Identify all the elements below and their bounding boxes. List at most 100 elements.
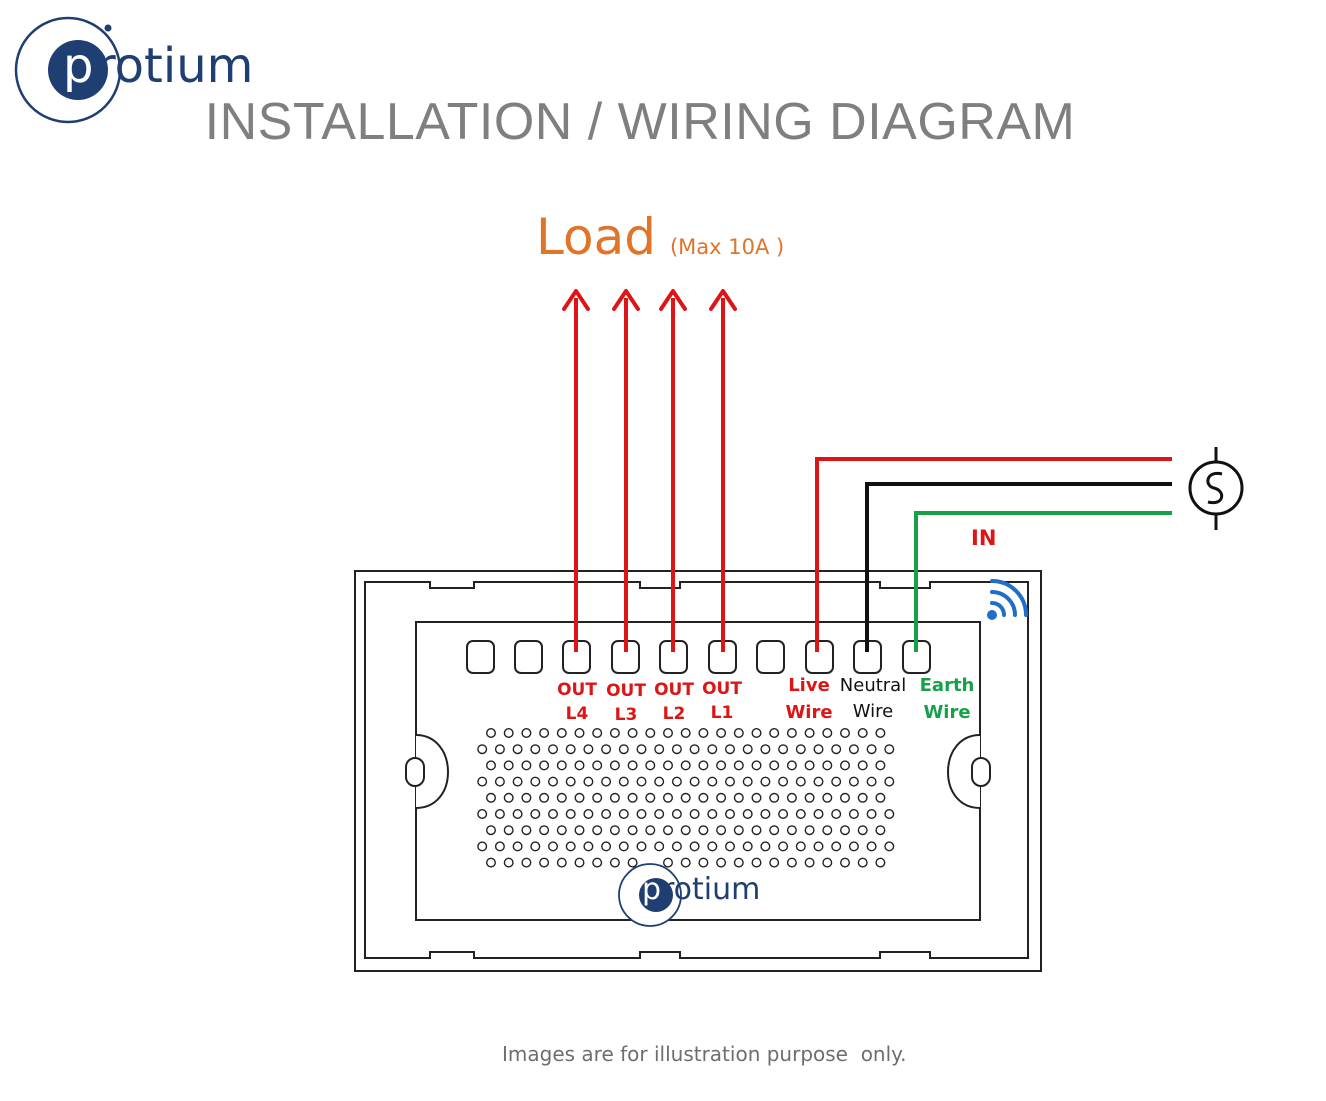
vent-hole — [707, 776, 718, 787]
ventilation-grid — [477, 728, 895, 868]
vent-hole — [530, 744, 541, 755]
vent-hole — [565, 809, 576, 820]
vent-hole — [733, 728, 744, 739]
small-logo-letter: p — [642, 872, 662, 907]
vent-hole — [840, 792, 851, 803]
vent-hole — [725, 841, 736, 852]
vent-hole — [618, 776, 629, 787]
wifi-icon — [987, 579, 1028, 620]
vent-hole — [875, 760, 886, 771]
vent-hole — [663, 728, 674, 739]
vent-hole — [636, 841, 647, 852]
vent-hole — [769, 728, 780, 739]
vent-hole — [680, 792, 691, 803]
vent-hole — [512, 744, 523, 755]
vent-hole — [663, 760, 674, 771]
vent-hole — [716, 792, 727, 803]
vent-hole — [698, 825, 709, 836]
vent-hole — [618, 744, 629, 755]
vent-hole — [539, 760, 550, 771]
vent-hole — [804, 792, 815, 803]
vent-hole — [645, 792, 656, 803]
vent-hole — [592, 857, 603, 868]
vent-hole — [725, 744, 736, 755]
vent-hole — [795, 776, 806, 787]
vent-hole — [477, 744, 488, 755]
vent-hole — [583, 744, 594, 755]
vent-hole — [556, 825, 567, 836]
vent-hole — [848, 841, 859, 852]
arrow-up-icon — [612, 289, 640, 311]
vent-hole — [680, 825, 691, 836]
vent-hole — [716, 825, 727, 836]
vent-hole — [698, 728, 709, 739]
vent-hole — [751, 857, 762, 868]
vent-hole — [875, 728, 886, 739]
vent-hole — [556, 857, 567, 868]
vent-hole — [680, 857, 691, 868]
vent-hole — [663, 825, 674, 836]
vent-hole — [521, 760, 532, 771]
vent-hole — [671, 776, 682, 787]
vent-hole — [778, 809, 789, 820]
vent-hole — [583, 841, 594, 852]
vent-hole — [477, 809, 488, 820]
vent-hole — [831, 809, 842, 820]
vent-hole — [831, 776, 842, 787]
wire-neutral — [865, 482, 1172, 652]
vent-hole — [530, 841, 541, 852]
vent-hole — [627, 792, 638, 803]
vent-hole — [778, 776, 789, 787]
vent-hole — [884, 776, 895, 787]
vent-hole — [884, 809, 895, 820]
vent-hole — [813, 841, 824, 852]
vent-hole — [530, 776, 541, 787]
vent-hole — [698, 857, 709, 868]
vent-hole — [857, 825, 868, 836]
vent-hole — [521, 825, 532, 836]
vent-hole — [574, 825, 585, 836]
vent-hole — [583, 776, 594, 787]
vent-hole — [707, 809, 718, 820]
vent-hole — [813, 776, 824, 787]
vent-hole — [486, 728, 497, 739]
vent-hole — [742, 744, 753, 755]
vent-hole — [636, 744, 647, 755]
vent-hole — [857, 728, 868, 739]
vent-hole — [548, 744, 559, 755]
vent-hole — [592, 792, 603, 803]
vent-hole — [645, 760, 656, 771]
vent-hole — [556, 792, 567, 803]
vent-hole — [804, 760, 815, 771]
vent-hole — [769, 760, 780, 771]
vent-hole — [840, 857, 851, 868]
vent-hole — [503, 760, 514, 771]
vent-hole — [725, 809, 736, 820]
vent-hole — [592, 728, 603, 739]
vent-hole — [716, 760, 727, 771]
vent-hole — [866, 776, 877, 787]
vent-hole — [609, 857, 620, 868]
vent-hole — [795, 809, 806, 820]
vent-hole — [742, 809, 753, 820]
vent-hole — [866, 841, 877, 852]
vent-hole — [512, 841, 523, 852]
page-title: INSTALLATION / WIRING DIAGRAM — [204, 93, 1076, 151]
vent-hole — [848, 744, 859, 755]
vent-hole — [716, 728, 727, 739]
vent-hole — [716, 857, 727, 868]
vent-hole — [857, 857, 868, 868]
vent-hole — [831, 841, 842, 852]
vent-hole — [857, 792, 868, 803]
vent-hole — [875, 825, 886, 836]
vent-hole — [786, 728, 797, 739]
vent-hole — [680, 760, 691, 771]
vent-hole — [840, 728, 851, 739]
vent-hole — [548, 809, 559, 820]
vent-hole — [494, 809, 505, 820]
vent-hole — [636, 809, 647, 820]
vent-hole — [822, 792, 833, 803]
vent-hole — [494, 744, 505, 755]
